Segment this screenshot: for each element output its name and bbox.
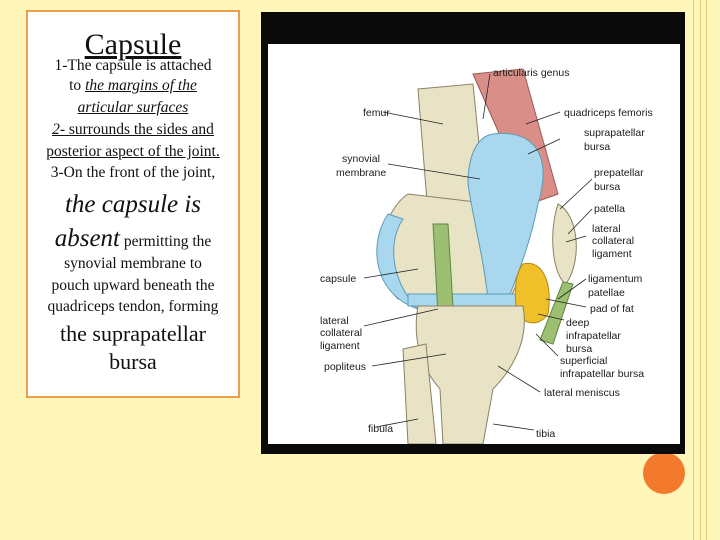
label-superficial-infrapatellar-bursa: infrapatellar bursa bbox=[560, 368, 644, 380]
decorative-line bbox=[700, 0, 701, 540]
text-line: to the margins of the bbox=[28, 76, 238, 96]
text-line: 1-The capsule is attached bbox=[54, 57, 212, 74]
tibia-shape bbox=[415, 305, 525, 444]
label-lateral-meniscus: lateral meniscus bbox=[544, 387, 620, 399]
label-quadriceps-femoris: quadriceps femoris bbox=[564, 107, 653, 119]
label-femur: femur bbox=[363, 107, 390, 119]
text-line: synovial membrane to bbox=[64, 255, 202, 272]
text-line: the capsule is bbox=[64, 191, 202, 218]
label-lateral-collateral-ligament: collateral bbox=[592, 235, 634, 247]
knee-joint-diagram: articularis genus femur quadriceps femor… bbox=[320, 67, 653, 444]
label-patella: patella bbox=[594, 203, 625, 215]
label-lateral-collateral-ligament-left: lateral bbox=[320, 315, 349, 327]
joint-space-shape bbox=[407, 293, 519, 307]
text-line: pouch upward beneath the bbox=[51, 277, 215, 294]
label-synovial-membrane: membrane bbox=[336, 167, 386, 179]
box-title: Capsule bbox=[84, 28, 182, 61]
label-tibia: tibia bbox=[536, 428, 555, 440]
text-fragment: surrounds the sides and bbox=[64, 121, 214, 138]
label-prepatellar-bursa: prepatellar bbox=[594, 167, 644, 179]
label-superficial-infrapatellar-bursa: superficial bbox=[560, 355, 607, 367]
label-lateral-collateral-ligament-left: collateral bbox=[320, 327, 362, 339]
label-pad-of-fat: pad of fat bbox=[590, 303, 634, 315]
label-suprapatellar-bursa: bursa bbox=[584, 141, 610, 153]
decorative-line bbox=[706, 0, 707, 540]
label-prepatellar-bursa: bursa bbox=[594, 181, 620, 193]
label-capsule: capsule bbox=[320, 273, 356, 285]
label-synovial-membrane: synovial bbox=[342, 153, 380, 165]
decorative-line bbox=[693, 0, 694, 540]
label-deep-infrapatellar-bursa: infrapatellar bbox=[566, 330, 621, 342]
label-articularis-genus: articularis genus bbox=[493, 67, 569, 79]
leader-lines bbox=[363, 73, 593, 431]
text-line: the suprapatellar bbox=[60, 321, 206, 346]
text-line: bursa bbox=[109, 349, 157, 374]
fibula-shape bbox=[402, 343, 437, 444]
text-line: quadriceps tendon, forming bbox=[47, 298, 219, 315]
label-lateral-collateral-ligament-left: ligament bbox=[320, 340, 360, 352]
text-line: absent permitting the bbox=[28, 224, 238, 257]
label-popliteus: popliteus bbox=[324, 361, 366, 373]
text-line: 3-On the front of the joint, bbox=[50, 164, 216, 181]
label-deep-infrapatellar-bursa: bursa bbox=[566, 343, 592, 355]
text-fragment: permitting the bbox=[120, 233, 212, 250]
patellar-ligament-shape bbox=[539, 281, 574, 345]
capsule-text-box: Capsule 1-The capsule is attached to the… bbox=[26, 10, 240, 398]
label-lateral-collateral-ligament: lateral bbox=[592, 223, 621, 235]
patella-shape bbox=[552, 203, 577, 285]
text-line: articular surfaces bbox=[77, 99, 189, 116]
text-fragment: absent bbox=[54, 225, 120, 252]
text-fragment: 2- bbox=[52, 121, 65, 138]
label-fibula: fibula bbox=[368, 423, 393, 435]
label-lateral-collateral-ligament: ligament bbox=[592, 248, 632, 260]
label-deep-infrapatellar-bursa: deep bbox=[566, 317, 590, 329]
decorative-circle bbox=[643, 452, 685, 494]
text-fragment: the margins of the bbox=[85, 77, 197, 94]
text-line: posterior aspect of the joint. bbox=[46, 143, 220, 160]
label-ligamentum-patellae: ligamentum bbox=[588, 273, 643, 285]
text-fragment: to bbox=[69, 77, 86, 94]
text-line: 2- surrounds the sides and bbox=[28, 120, 238, 140]
label-suprapatellar-bursa: suprapatellar bbox=[584, 127, 645, 139]
label-ligamentum-patellae: patellae bbox=[588, 287, 625, 299]
